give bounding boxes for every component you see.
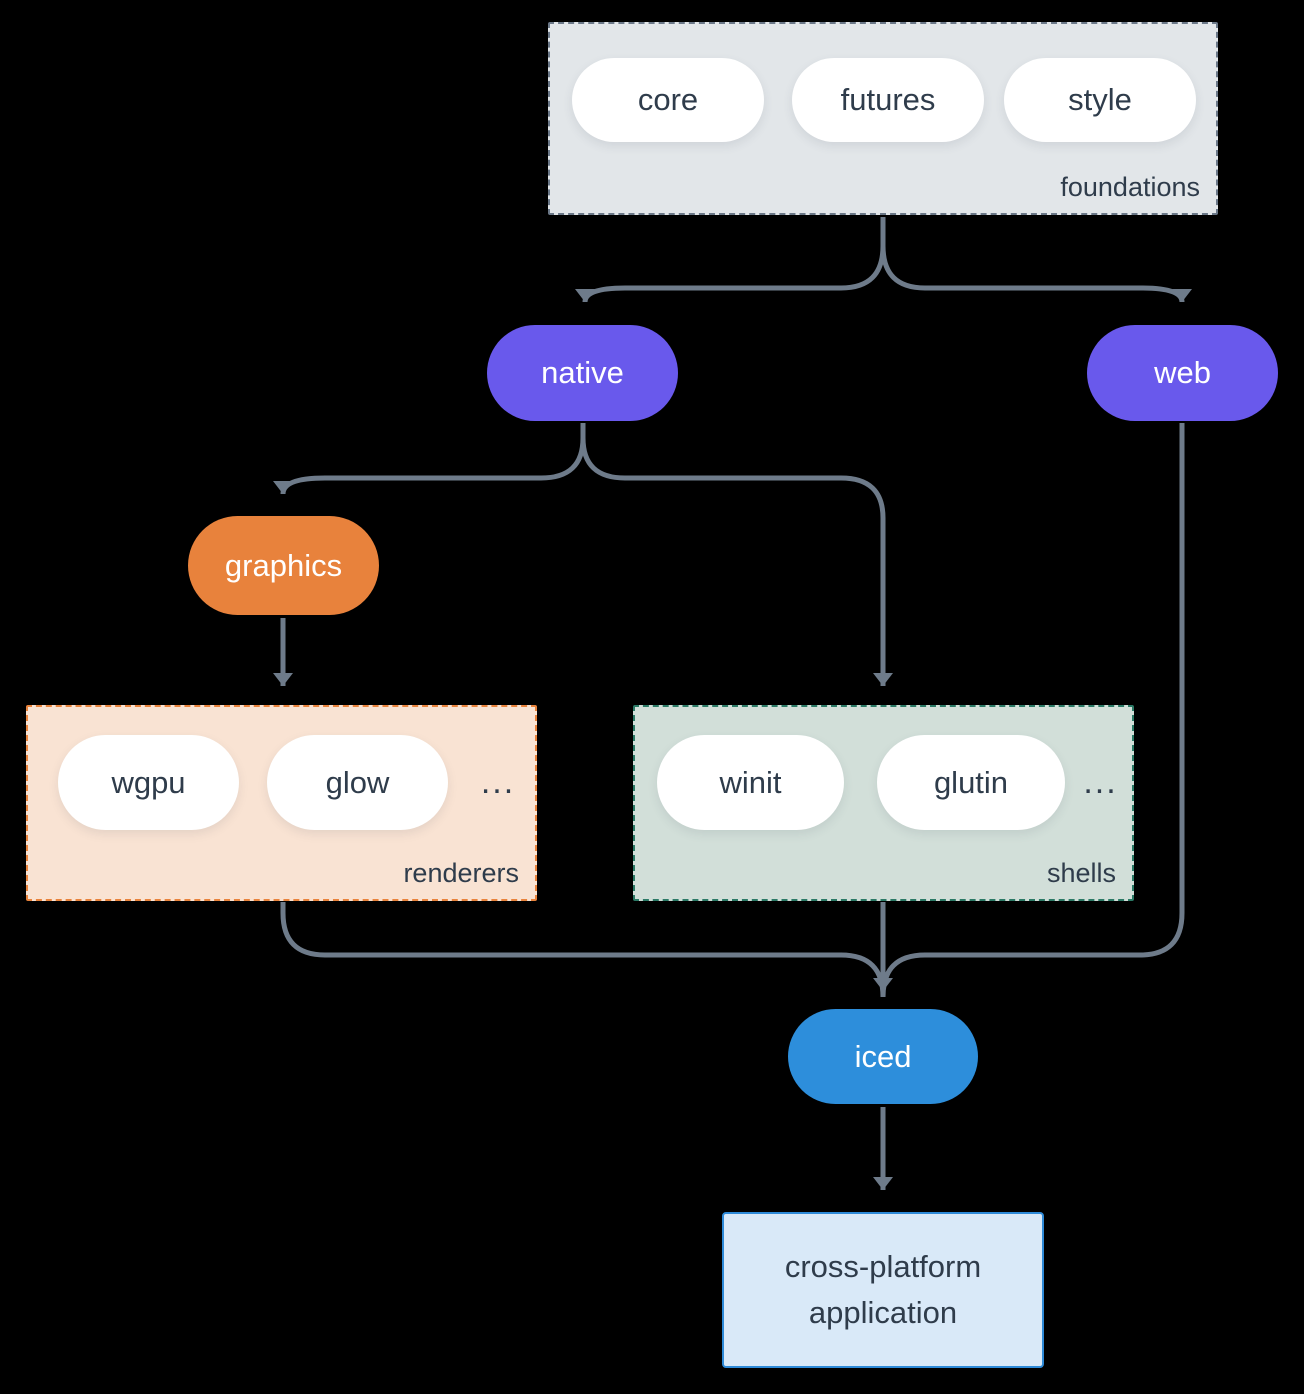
node-glow: glow	[267, 735, 448, 830]
node-style-label: style	[1068, 82, 1132, 117]
foundations-group: core futures style foundations	[548, 22, 1218, 215]
edge-foundations-web	[880, 245, 1192, 303]
node-cross-platform-application-label: cross-platform application	[784, 1248, 982, 1331]
node-wgpu-label: wgpu	[111, 764, 186, 800]
edge-renderers-iced	[280, 902, 886, 998]
node-core-label: core	[637, 82, 699, 117]
renderers-ellipsis: ...	[480, 763, 516, 801]
foundations-group-label: foundations	[1060, 172, 1200, 202]
node-graphics-label: graphics	[224, 547, 343, 583]
node-cross-platform-application: cross-platform application	[722, 1212, 1044, 1368]
edge-web-iced	[880, 423, 1185, 998]
node-native: native	[487, 325, 678, 421]
node-web: web	[1087, 325, 1278, 421]
renderers-group-label: renderers	[403, 858, 519, 888]
renderers-group: wgpu glow ... renderers	[26, 705, 537, 901]
node-glow-label: glow	[325, 764, 390, 800]
node-iced: iced	[788, 1009, 978, 1104]
node-glutin-label: glutin	[933, 764, 1009, 800]
node-web-label: web	[1154, 355, 1211, 390]
node-core: core	[572, 58, 764, 142]
node-futures-label: futures	[840, 82, 936, 117]
edge-native-graphics	[273, 437, 586, 495]
node-futures: futures	[792, 58, 984, 142]
shells-ellipsis: ...	[1083, 763, 1118, 801]
node-glutin: glutin	[877, 735, 1065, 830]
shells-group: winit glutin ... shells	[633, 705, 1134, 901]
node-style: style	[1004, 58, 1196, 142]
node-wgpu: wgpu	[58, 735, 239, 830]
node-native-label: native	[541, 355, 624, 390]
edge-native-shells	[580, 437, 893, 686]
node-iced-label: iced	[854, 1038, 912, 1074]
edge-foundations-native	[575, 245, 886, 303]
node-winit-label: winit	[719, 764, 782, 800]
node-winit: winit	[657, 735, 844, 830]
node-graphics: graphics	[188, 516, 379, 615]
shells-group-label: shells	[1046, 858, 1116, 888]
